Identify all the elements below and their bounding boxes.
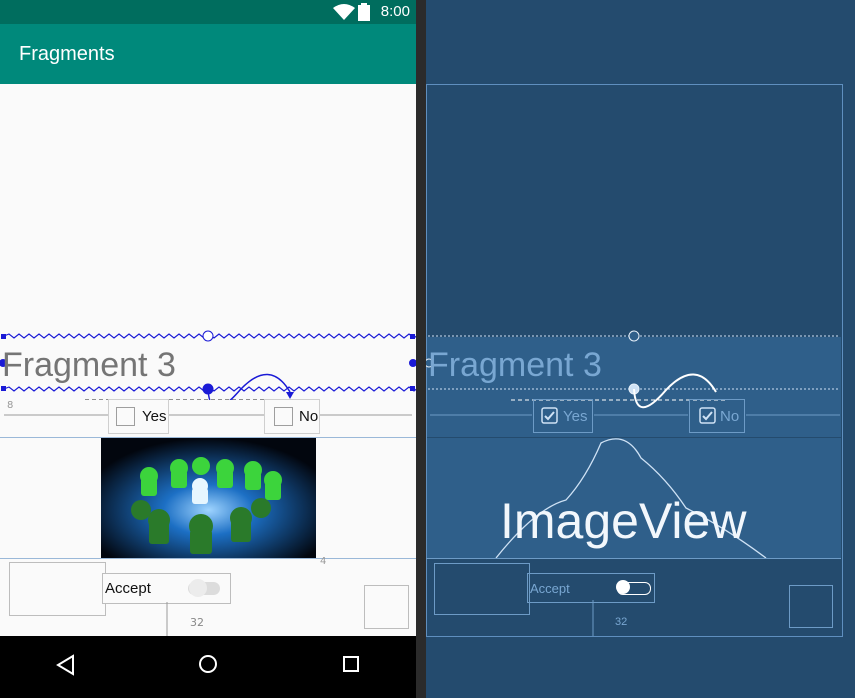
fragment-divider (0, 437, 416, 438)
no-checkbox-label: No (299, 408, 319, 425)
design-preview-pane: 8:00 Fragments Fragment 3 8 Yes No (0, 0, 416, 698)
fragment-selection-outline[interactable] (0, 330, 416, 400)
corner-placeholder-view[interactable] (364, 585, 409, 629)
placeholder-view[interactable] (9, 562, 106, 616)
blueprint-fragment-title: Fragment 3 (428, 346, 602, 384)
blueprint-yes-check-icon (541, 407, 558, 424)
margin-guide-32 (166, 602, 168, 636)
no-checkbox-box[interactable] (274, 407, 293, 426)
blueprint-image-divider (426, 558, 841, 559)
blueprint-imageview-label: ImageView (500, 493, 747, 549)
blueprint-no-checkbox[interactable]: No (689, 399, 745, 433)
blueprint-accept-switch[interactable]: Accept (527, 573, 655, 603)
image-divider (0, 558, 416, 559)
blueprint-accept-label: Accept (530, 581, 570, 596)
navigation-bar (0, 636, 416, 698)
blueprint-yes-label: Yes (563, 408, 588, 425)
checkbox-row-constraints (4, 414, 412, 416)
margin-label-8: 8 (7, 400, 14, 411)
fragment-title[interactable]: Fragment 3 (2, 346, 176, 384)
yes-checkbox[interactable]: Yes (108, 399, 169, 434)
status-clock: 8:00 (380, 3, 410, 20)
blueprint-switch-thumb[interactable] (616, 580, 630, 594)
blueprint-image-area (427, 438, 841, 558)
blueprint-corner-placeholder-view[interactable] (789, 585, 833, 628)
android-image[interactable] (101, 438, 316, 558)
margin-label-4: 4 (320, 556, 327, 567)
blueprint-margin-label-32: 32 (615, 616, 628, 628)
app-title: Fragments (19, 43, 115, 65)
blueprint-no-label: No (720, 408, 740, 425)
blueprint-constraints (426, 330, 840, 416)
image-placeholder-icon (495, 438, 767, 558)
status-bar: 8:00 (0, 0, 416, 24)
wifi-icon (333, 4, 355, 20)
accept-switch-label: Accept (105, 580, 151, 597)
no-checkbox[interactable]: No (264, 399, 320, 434)
switch-thumb[interactable] (189, 579, 207, 597)
margin-label-32: 32 (190, 616, 204, 629)
blueprint-placeholder-view[interactable] (434, 563, 530, 615)
accept-switch[interactable]: Accept (102, 573, 231, 604)
recents-icon[interactable] (342, 655, 360, 673)
home-icon[interactable] (197, 653, 219, 675)
app-bar: Fragments (0, 24, 416, 84)
blueprint-margin-guide-32 (592, 600, 594, 636)
blueprint-pane: Fragment 3 Yes No ImageView Accept 32 (426, 0, 855, 698)
blueprint-yes-checkbox[interactable]: Yes (533, 399, 593, 433)
battery-icon (358, 3, 370, 21)
yes-checkbox-box[interactable] (116, 407, 135, 426)
yes-checkbox-label: Yes (142, 408, 167, 425)
blueprint-no-check-icon (699, 407, 716, 424)
back-icon[interactable] (55, 654, 77, 676)
